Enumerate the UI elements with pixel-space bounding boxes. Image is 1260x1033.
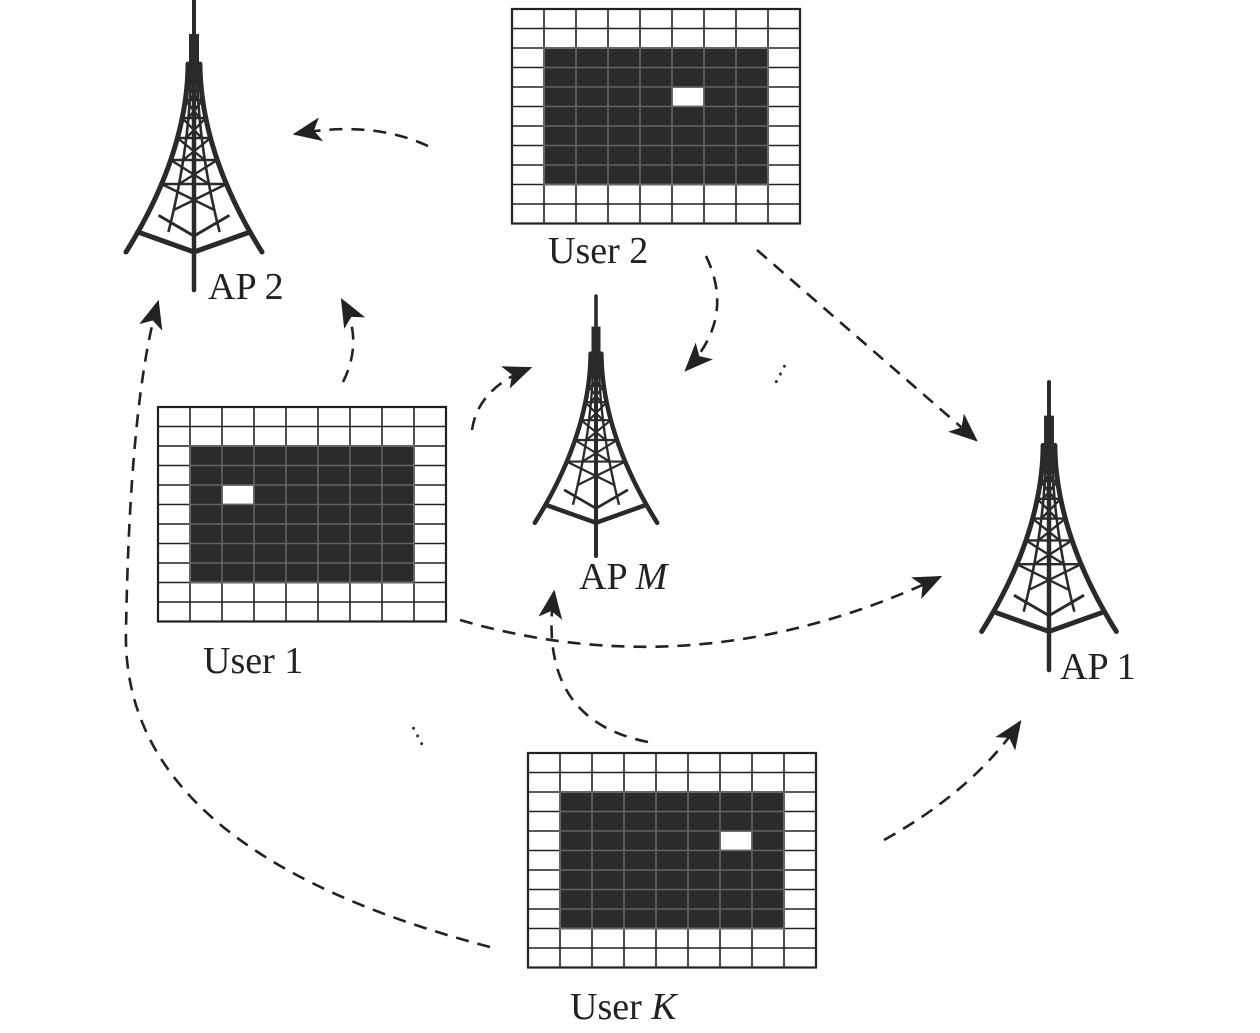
link-user2-ap1 — [756, 249, 978, 442]
tower-inner-leg — [167, 63, 193, 233]
allocated-cell — [720, 831, 752, 851]
tower-leg — [599, 351, 660, 526]
occupied-block-border — [559, 791, 785, 930]
label-user-1: User 1 — [203, 640, 303, 682]
occupied-block-border — [189, 445, 415, 584]
tower-strut — [1033, 539, 1074, 566]
tower-leg — [1052, 442, 1119, 634]
tower-inner-leg — [1050, 445, 1076, 612]
ellipsis-ap: ··· — [762, 356, 800, 393]
tower-inner-leg — [571, 353, 595, 506]
resource-grid-user-1 — [156, 405, 448, 623]
tower-strut — [158, 214, 196, 238]
tower-strut — [172, 182, 228, 212]
tower-strut — [580, 419, 607, 442]
tower-strut — [1027, 562, 1083, 592]
tower-inner-leg — [597, 353, 621, 506]
tower-head — [1044, 415, 1054, 446]
tower-leg — [123, 61, 191, 255]
tower-strut — [1015, 562, 1071, 592]
allocated-cell — [672, 87, 704, 107]
tower-strut — [1047, 594, 1085, 618]
link-user1-apm — [470, 366, 533, 431]
tower-strut — [169, 158, 211, 186]
tower-leg — [197, 61, 265, 255]
tower-icon-ap-2 — [123, 0, 265, 293]
tower-leg — [532, 351, 593, 526]
tower-head — [189, 34, 199, 64]
tower-strut — [1037, 517, 1067, 542]
tower-head — [591, 326, 601, 354]
tower-strut — [573, 438, 611, 463]
tower-strut — [594, 489, 629, 510]
link-userk-ap2 — [124, 299, 491, 949]
tower-leg — [979, 442, 1046, 634]
tower-strut — [565, 460, 616, 487]
occupied-block — [190, 446, 414, 583]
label-ap-1: AP 1 — [1060, 646, 1136, 688]
tower-strut — [1046, 609, 1107, 634]
tower-strut — [191, 229, 253, 255]
access-points — [123, 0, 1119, 673]
link-userk-apm — [538, 589, 649, 744]
label-user-k: User K — [570, 986, 678, 1028]
occupied-block — [544, 48, 768, 185]
label-user-2: User 2 — [548, 230, 648, 272]
link-userk-ap1 — [883, 720, 1022, 842]
link-user1-ap2 — [340, 297, 366, 383]
tower-strut — [563, 489, 598, 510]
tower-strut — [585, 419, 612, 442]
tower-icon-ap-m — [532, 294, 660, 559]
tower-strut — [176, 136, 207, 162]
tower-strut — [181, 136, 212, 162]
tower-strut — [593, 502, 649, 526]
label-ap-2: AP 2 — [208, 266, 284, 308]
tower-strut — [543, 502, 599, 526]
tower-inner-leg — [1022, 445, 1048, 612]
tower-strut — [1031, 517, 1061, 542]
tower-strut — [991, 609, 1052, 634]
tower-strut — [135, 229, 197, 255]
tower-icon-ap-1 — [979, 380, 1119, 673]
resource-grid-user-k — [526, 751, 818, 969]
ellipsis-user: ··· — [399, 718, 437, 755]
resource-grid-user-2 — [510, 7, 802, 225]
label-ap-m: AP M — [579, 556, 670, 598]
tower-strut — [576, 460, 627, 487]
uplink-paths — [124, 117, 1022, 949]
tower-strut — [1024, 539, 1065, 566]
link-user1-ap1 — [459, 575, 943, 649]
user-grids — [156, 7, 818, 969]
occupied-block-border — [543, 47, 769, 186]
tower-strut — [192, 214, 230, 238]
link-user2-apm — [684, 255, 719, 372]
tower-strut — [1013, 594, 1051, 618]
link-user2-ap2 — [292, 117, 429, 148]
tower-strut — [177, 158, 219, 186]
allocated-cell — [222, 485, 254, 505]
tower-inner-leg — [195, 63, 221, 233]
tower-strut — [160, 182, 216, 212]
occupied-block — [560, 792, 784, 929]
tower-strut — [581, 438, 619, 463]
